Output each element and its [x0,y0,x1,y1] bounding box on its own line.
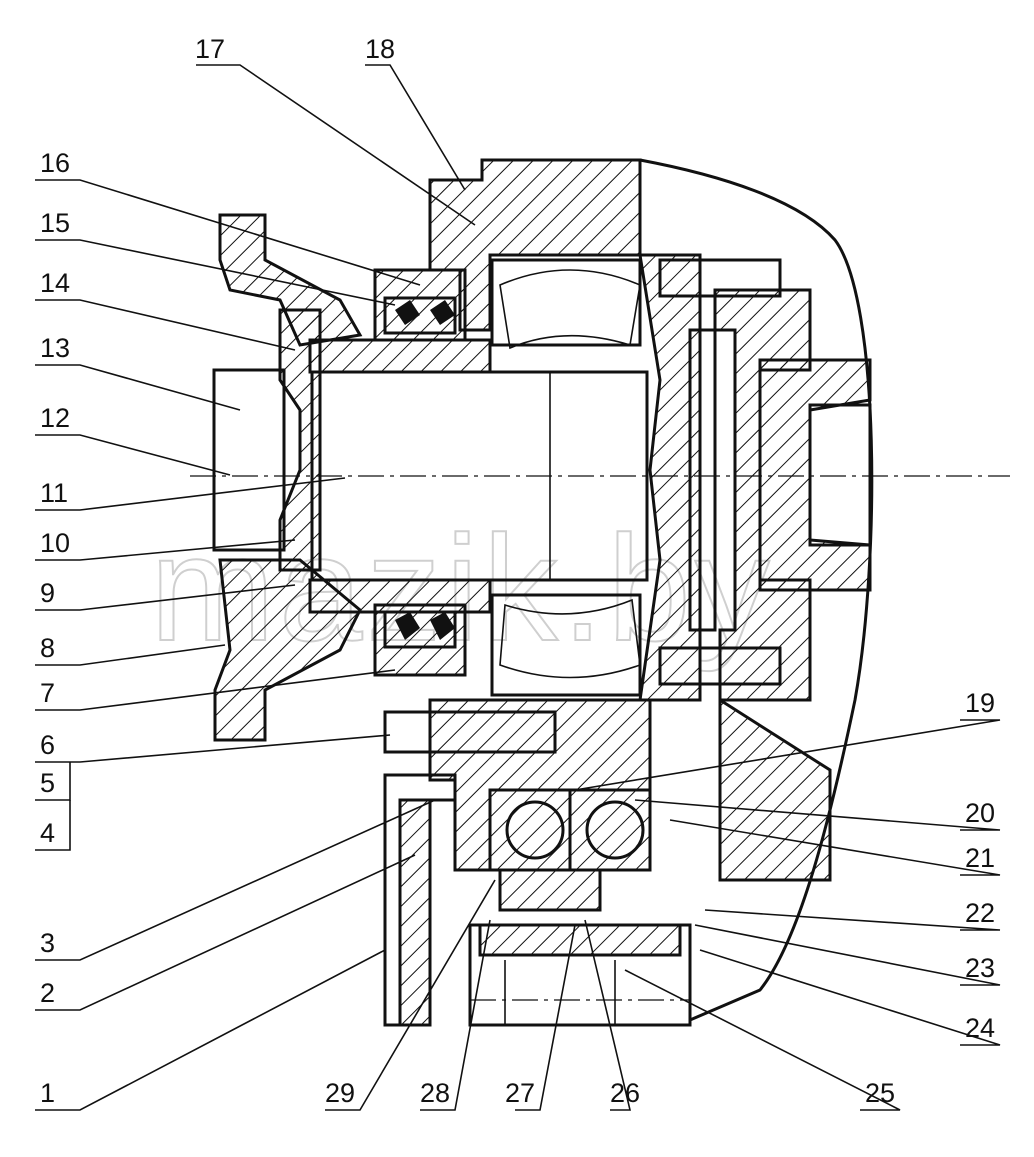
callout-4: 4 [40,818,55,848]
ball-left [505,800,565,860]
carrier-plate [688,328,717,632]
callout-6: 6 [40,730,55,760]
shaft-sleeve-top [308,338,492,374]
tapered-bearing-top [490,258,642,347]
callout-20: 20 [965,798,995,828]
callout-2: 2 [40,978,55,1008]
side-cover-right [718,697,832,882]
callout-28: 28 [420,1078,450,1108]
callout-26: 26 [610,1078,640,1108]
flange-hub [278,308,322,572]
seal-housing-bottom [373,603,467,677]
callout-12: 12 [40,403,70,433]
hub-ring [758,358,872,592]
leader-lines [35,64,1001,1111]
lower-housing [428,698,652,912]
bolt-upper [658,258,782,298]
callout-8: 8 [40,633,55,663]
callout-11: 11 [40,478,68,508]
callout-29: 29 [325,1078,355,1108]
callout-23: 23 [965,953,995,983]
callout-25: 25 [865,1078,895,1108]
callout-22: 22 [965,898,995,928]
cover-1-inner [398,798,432,1027]
callout-5: 5 [40,768,55,798]
callout-24: 24 [965,1013,995,1043]
callout-18: 18 [365,34,395,64]
callout-7: 7 [40,678,55,708]
callout-16: 16 [40,148,70,178]
housing-outline [639,158,874,1022]
callout-27: 27 [505,1078,535,1108]
callout-3: 3 [40,928,55,958]
callout-13: 13 [40,333,70,363]
ball-right [585,800,645,860]
flange-face [212,368,286,552]
callout-10: 10 [40,528,70,558]
splined-hub [808,403,872,547]
callout-1: 1 [40,1078,55,1108]
callout-14: 14 [40,268,70,298]
shaft-sleeve-bottom [308,578,492,614]
callout-17: 17 [195,34,225,64]
tapered-roller-bottom [499,598,641,679]
callout-15: 15 [40,208,70,238]
bolt-lower [658,646,782,686]
callout-21: 21 [965,843,995,873]
seal-housing-top [373,268,467,342]
tapered-roller-top [499,269,641,350]
callout-9: 9 [40,578,55,608]
callout-19: 19 [965,688,995,718]
